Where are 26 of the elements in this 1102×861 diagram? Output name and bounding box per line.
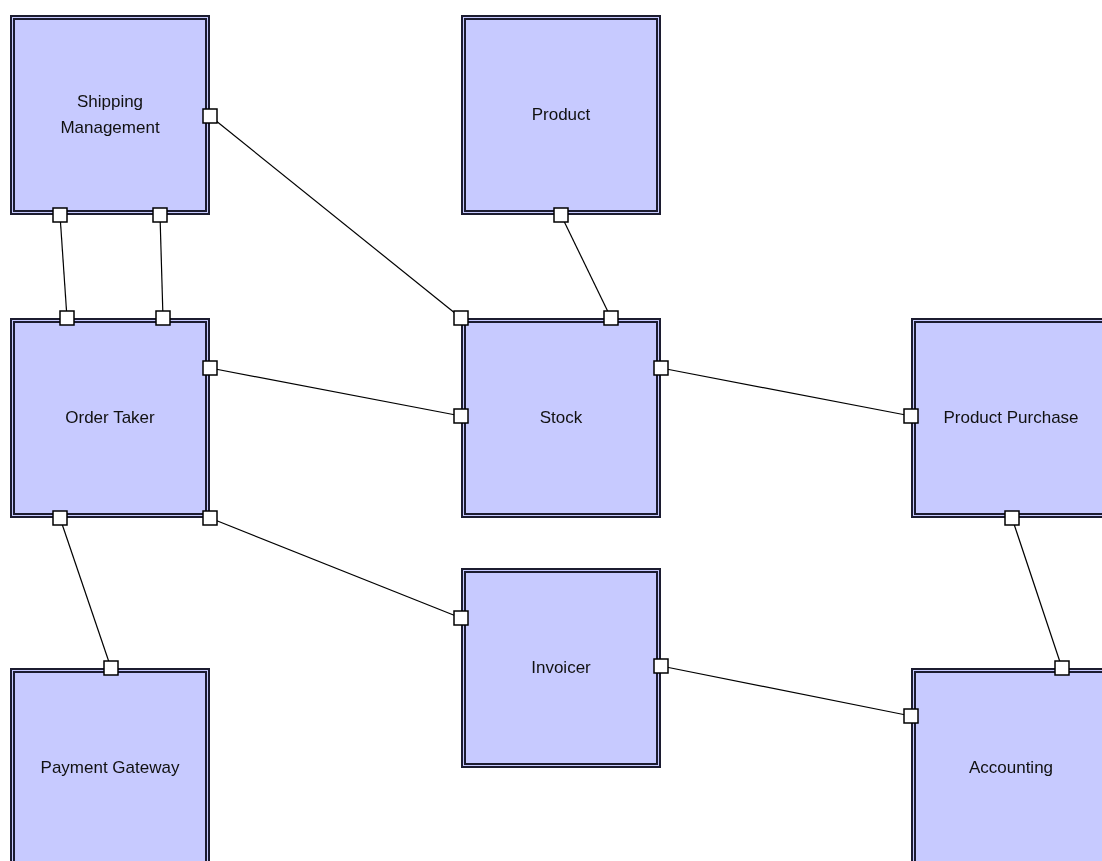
component-label: Order Taker xyxy=(65,407,155,429)
component-box xyxy=(911,668,1102,861)
connector-line xyxy=(202,360,469,424)
component-box xyxy=(461,318,661,518)
component-label: Accounting xyxy=(968,757,1054,779)
component-box xyxy=(911,318,1102,518)
component-label: Invoicer xyxy=(531,657,591,679)
connector-line xyxy=(52,207,75,326)
component-label: Stock xyxy=(539,407,583,429)
connector-line xyxy=(553,207,619,326)
connector-line xyxy=(1004,510,1070,676)
component-label: Product xyxy=(531,104,591,126)
component-box xyxy=(10,15,210,215)
component-label: Payment Gateway xyxy=(40,757,180,779)
connector-line xyxy=(52,510,119,676)
component-box xyxy=(10,668,210,861)
connector-line xyxy=(202,510,469,626)
component-label: Shipping Management xyxy=(59,91,161,139)
component-label: Product Purchase xyxy=(943,407,1079,429)
component-box xyxy=(461,568,661,768)
component-box xyxy=(461,15,661,215)
connector-line xyxy=(653,360,919,424)
connector-line xyxy=(152,207,171,326)
connector-line xyxy=(202,108,469,326)
component-box xyxy=(10,318,210,518)
connector-line xyxy=(653,658,919,724)
